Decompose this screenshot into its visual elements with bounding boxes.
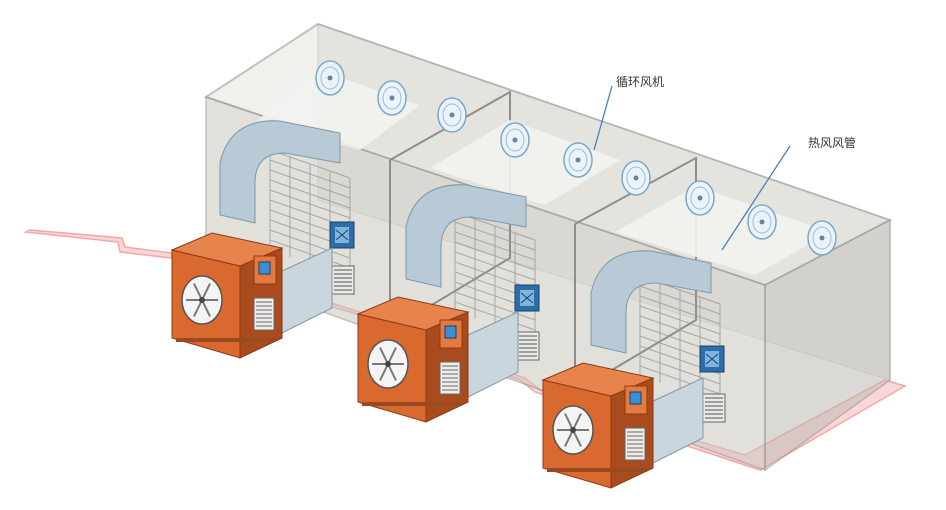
hot-air-duct — [405, 184, 527, 398]
louvres — [331, 265, 726, 423]
heater-fan-icon — [552, 405, 594, 455]
louvre-vent — [516, 331, 540, 361]
annotation-circulation-fan: 循环风机 — [616, 75, 665, 89]
wall-vent-2 — [514, 284, 540, 312]
heater-unit-3 — [541, 250, 712, 489]
leader-line-fan — [593, 85, 613, 151]
control-panel — [253, 255, 277, 285]
louvre-vent — [331, 265, 355, 295]
leader-line-duct — [721, 145, 791, 251]
circulation-fan-icon — [315, 60, 345, 96]
hot-air-duct — [590, 250, 712, 464]
circulation-fan-icon — [807, 220, 837, 256]
louvre-vent — [702, 393, 726, 423]
circulation-fan-icon — [747, 204, 777, 240]
circulation-fan-icon — [563, 142, 593, 178]
circulation-fan-icon — [437, 97, 467, 133]
heater-fan-icon — [181, 275, 223, 325]
intake-grille — [253, 297, 275, 331]
wall-vents — [329, 221, 725, 373]
annotation-hot-air-duct: 热风风管 — [808, 136, 857, 150]
intake-grille — [439, 361, 461, 395]
wall-vent-1 — [329, 221, 355, 249]
intake-grille — [624, 427, 646, 461]
circulation-fan-icon — [377, 80, 407, 116]
circulation-fans — [315, 60, 837, 256]
circulation-fan-icon — [685, 180, 715, 216]
control-panel — [624, 385, 648, 415]
wall-vent-3 — [699, 345, 725, 373]
heater-fan-icon — [367, 339, 409, 389]
heater-unit-1 — [170, 120, 341, 359]
circulation-fan-icon — [500, 122, 530, 158]
circulation-fan-icon — [621, 160, 651, 196]
control-panel — [439, 319, 463, 349]
heater-unit-2 — [356, 184, 527, 423]
